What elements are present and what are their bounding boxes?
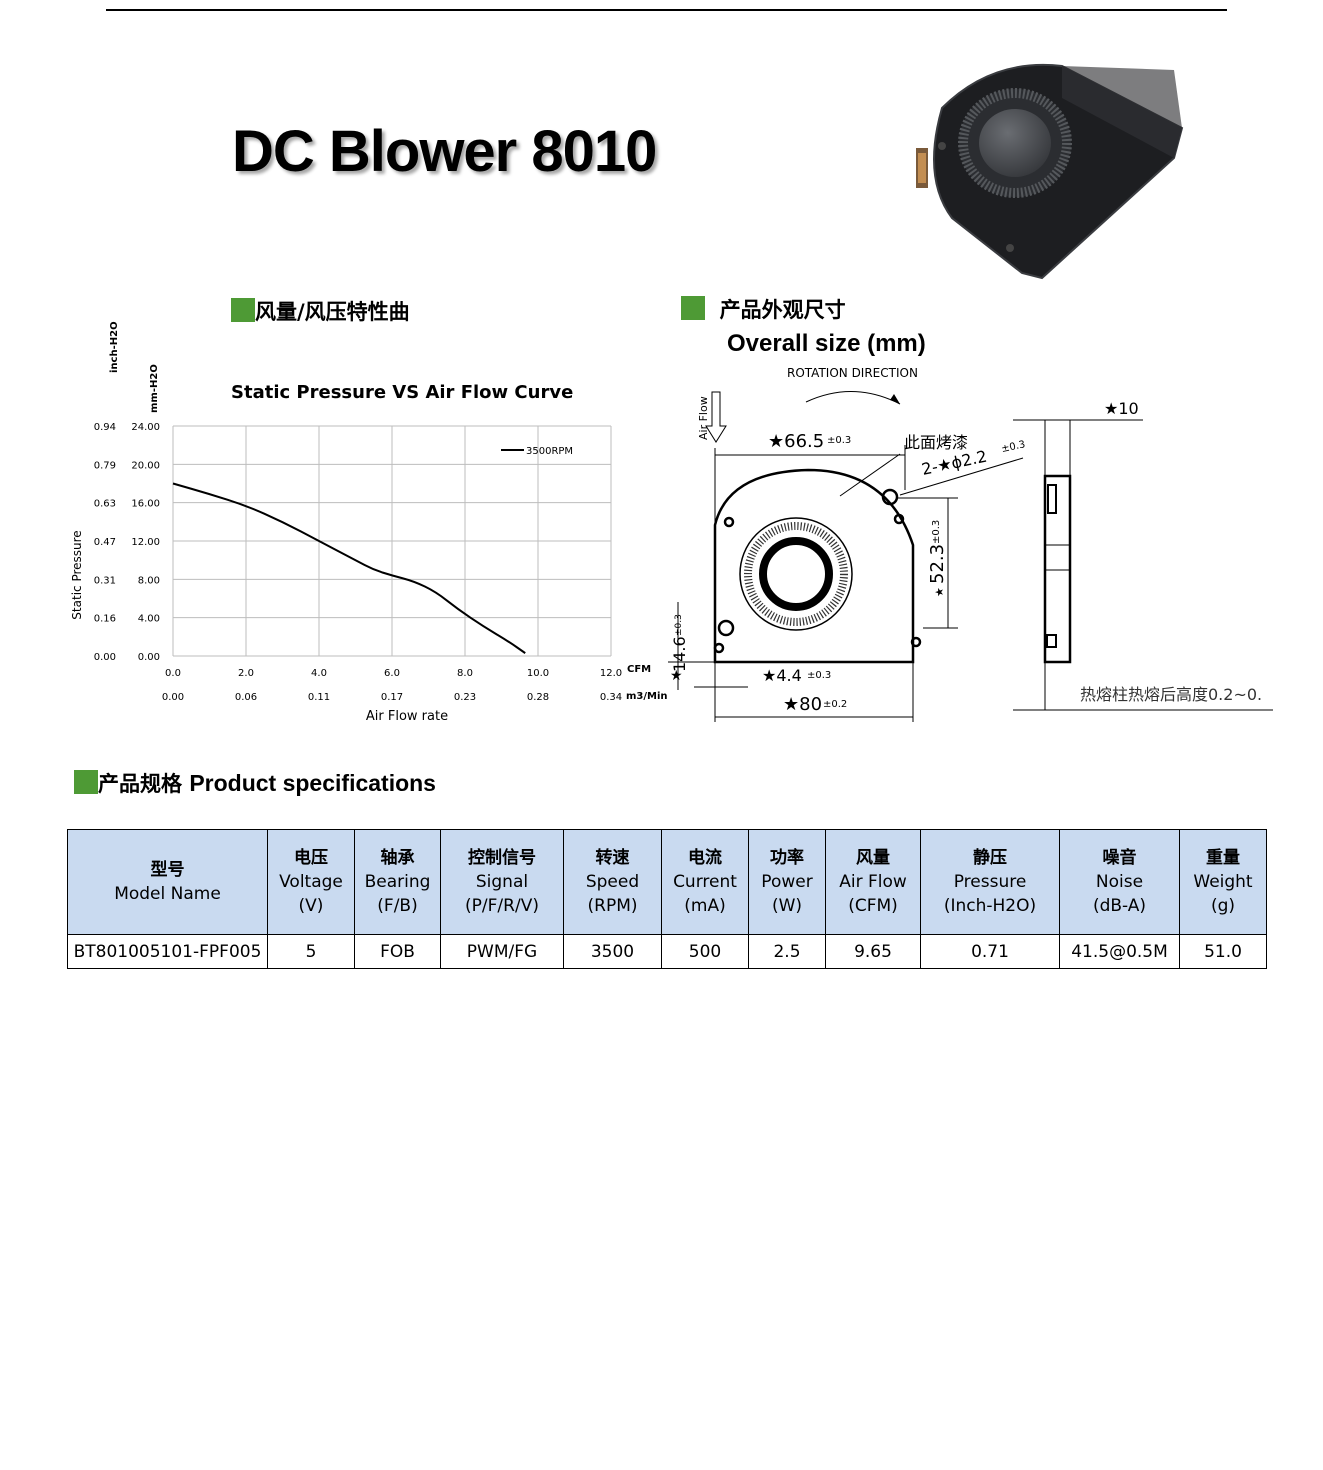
y-tick-label-inch: 0.79 [94,460,116,471]
cell-voltage: 5 [267,934,355,969]
cell-weight: 51.0 [1179,934,1267,969]
table-row: BT801005101-FPF005 5 FOB PWM/FG 3500 500… [67,934,1267,969]
width-top-dim: ★66.5 [768,431,824,452]
series-line-3500rpm [172,482,526,654]
y-tick-label-inch: 0.47 [94,537,116,548]
y-tick-label-inch: 0.63 [94,499,116,510]
green-square-icon [74,770,98,794]
y-tick-label-inch: 0.00 [94,652,116,663]
x-tick-label: 6.0 [384,668,400,679]
green-square-icon [681,296,705,320]
y-tick-label-mm: 12.00 [131,537,160,548]
y-tick-label-inch: 0.31 [94,575,116,586]
y-unit-inch: inch-H2O [109,321,120,373]
y-tick-label-mm: 24.00 [131,422,160,433]
x-tick-label-m3: 0.11 [308,692,330,703]
green-square-icon [231,298,255,322]
cell-airflow: 9.65 [825,934,921,969]
size-section-subheading: Overall size (mm) [727,330,926,357]
blower-photo [916,63,1184,280]
cell-power: 2.5 [748,934,826,969]
width-bottom-tol: ±0.2 [823,699,847,710]
cell-current: 500 [661,934,749,969]
width-top-tol: ±0.3 [827,435,851,446]
y-axis-label: Static Pressure [70,530,84,619]
x-unit-m3: m3/Min [626,691,668,702]
size-section-heading: 产品外观尺寸 [681,294,846,324]
heat-note: 热熔柱热熔后高度0.2~0. [1080,685,1262,704]
width-bottom-dim: ★80 [783,694,822,715]
y-tick-label-mm: 20.00 [131,460,160,471]
y-tick-label-mm: 0.00 [138,652,160,663]
hole-tol: ±0.3 [1000,439,1026,455]
x-tick-label: 8.0 [457,668,473,679]
cell-signal: PWM/FG [440,934,564,969]
y-tick-label-mm: 4.00 [138,614,160,625]
y-tick-label-mm: 8.00 [138,575,160,586]
x-unit-cfm: CFM [627,664,651,675]
x-tick-label: 12.0 [600,668,622,679]
dimension-drawing: ROTATION DIRECTION Air Flow ★66.5 ±0.3 此… [668,366,1273,722]
y-tick-label-inch: 0.16 [94,614,116,625]
page-title: DC Blower 8010 [232,119,657,184]
y-tick-label-inch: 0.94 [94,422,116,433]
cell-bearing: FOB [354,934,441,969]
x-axis-label: Air Flow rate [366,709,448,724]
cell-noise: 41.5@0.5M [1059,934,1180,969]
x-tick-label: 2.0 [238,668,254,679]
pressure-flow-chart: inch-H2O mm-H2O Static Pressure VS Air F… [70,321,668,724]
chart-title: Static Pressure VS Air Flow Curve [231,382,573,403]
height-right-tol: ±0.3 [931,520,942,544]
legend-label: 3500RPM [526,446,573,457]
x-tick-label-m3: 0.23 [454,692,476,703]
rotation-label: ROTATION DIRECTION [787,366,918,380]
curve-section-heading: 风量/风压特性曲 [231,296,410,326]
height-left-star: ★ [670,668,683,684]
cell-speed: 3500 [563,934,662,969]
y-unit-mm: mm-H2O [149,364,160,413]
cell-model: BT801005101-FPF005 [67,934,268,969]
paint-note: 此面烤漆 [904,433,968,452]
cell-pressure: 0.71 [920,934,1060,969]
x-tick-label-m3: 0.34 [600,692,622,703]
height-right-star: ★ [933,587,946,597]
airflow-label: Air Flow [697,396,710,440]
x-tick-label: 10.0 [527,668,549,679]
x-tick-label-m3: 0.06 [235,692,257,703]
height-right-dim: 52.3 [927,544,948,584]
offset-tol: ±0.3 [807,670,831,681]
height-left-tol: ±0.3 [674,614,684,636]
top-rule [106,9,1227,11]
thickness-dim: ★10 [1104,399,1139,418]
x-tick-label-m3: 0.28 [527,692,549,703]
rotation-arrow [805,391,901,405]
spec-section-heading: 产品规格 Product specifications [74,768,436,798]
x-tick-label: 0.0 [165,668,181,679]
x-tick-label: 4.0 [311,668,327,679]
airflow-arrow-icon [705,391,727,443]
y-tick-label-mm: 16.00 [131,499,160,510]
height-left-dim: 14.6 [670,636,689,672]
offset-dim: ★4.4 [762,666,802,685]
x-tick-label-m3: 0.17 [381,692,403,703]
x-tick-label-m3: 0.00 [162,692,184,703]
